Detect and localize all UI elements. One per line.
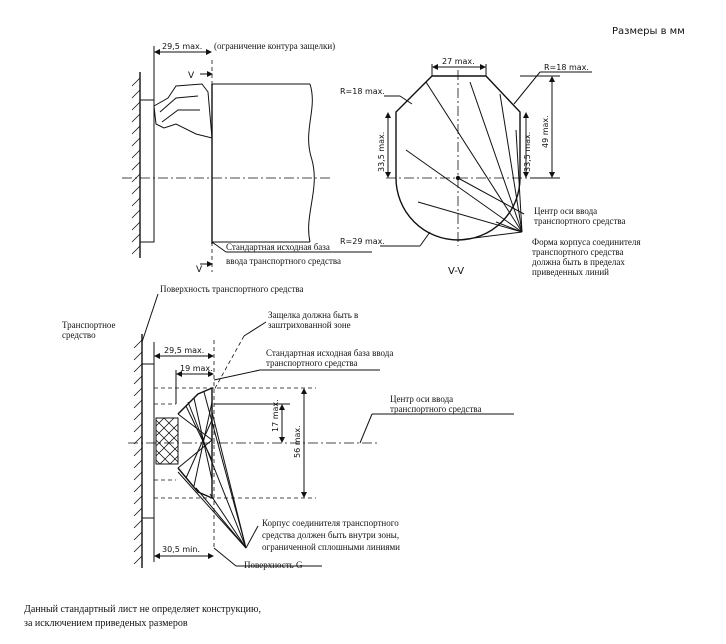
- bottom-wall-hatching: [133, 339, 143, 565]
- housing-leader-lines: [177, 391, 259, 549]
- reference-base-line2: ввода транспортного средства: [226, 256, 341, 266]
- dim-56: 56 max.: [293, 425, 302, 458]
- latch-label-line2: заштрихованной зоне: [268, 320, 351, 330]
- wall-hatching: [131, 77, 141, 255]
- dim-19: 19 max.: [180, 364, 213, 373]
- bottom-flange: [141, 363, 155, 519]
- dim-29-5-top-label: 29,5 max.: [162, 42, 202, 51]
- footer-line2: за исключением приведеных размеров: [24, 618, 188, 629]
- latch-hatched-zone: [155, 417, 179, 465]
- dim-27: 27 max.: [442, 57, 475, 66]
- dim-49: 49 max.: [541, 115, 550, 148]
- r18-right: R=18 max.: [544, 63, 589, 72]
- section-mark-top: V: [188, 71, 195, 81]
- housing-label-line2: средства должен быть внутри зоны,: [262, 530, 399, 540]
- dim-29-5-bottom: 29,5 max.: [164, 346, 204, 355]
- section-title: V-V: [448, 266, 464, 277]
- shape-note-line4: приведенных линий: [532, 267, 609, 277]
- units-note: Размеры в мм: [612, 26, 685, 37]
- center-axis-line1: Центр оси ввода: [390, 394, 453, 404]
- center-label-line1: Центр оси ввода: [534, 206, 597, 216]
- break-line: [308, 83, 315, 243]
- center-label-line2: транспортного средства: [534, 216, 626, 226]
- top-left-view: V V 29,5 max. (ограничение контура защел…: [122, 41, 372, 275]
- base-label-line2: транспортного средства: [266, 358, 358, 368]
- dim-33-5-right: 33,5 max.: [523, 132, 532, 172]
- dim-30-5: 30,5 min.: [162, 545, 200, 554]
- contour-fan-lines: [177, 397, 213, 487]
- vehicle-label-line2: средство: [62, 330, 96, 340]
- base-label-line1: Стандартная исходная база ввода: [266, 348, 393, 358]
- flange: [139, 99, 155, 243]
- vehicle-surface-label: Поверхность транспортного средства: [160, 284, 304, 294]
- center-axis-line2: транспортного средства: [390, 404, 482, 414]
- section-mark-bottom: V: [196, 265, 203, 275]
- latch-zone-crosshatch: [155, 417, 179, 465]
- latch-outline: [153, 83, 213, 139]
- bottom-view: Поверхность транспортного средства Транс…: [62, 284, 514, 570]
- shape-note-line2: транспортного средства: [532, 247, 624, 257]
- dim-29-5-top-note: (ограничение контура защелки): [214, 41, 335, 51]
- r18-left: R=18 max.: [340, 87, 385, 96]
- r29: R=29 max.: [340, 237, 385, 246]
- reference-base-line1: Стандартная исходная база: [226, 242, 330, 252]
- vehicle-label-line1: Транспортное: [62, 320, 116, 330]
- shape-leader-lines: [405, 81, 525, 241]
- dim-33-5-left: 33,5 max.: [377, 132, 386, 172]
- shape-note-line3: должна быть в пределах: [532, 257, 625, 267]
- housing-label-line1: Корпус соединителя транспортного: [262, 518, 399, 528]
- housing-label-line3: ограниченной сплошными линиями: [262, 542, 400, 552]
- shape-note-line1: Форма корпуса соединителя: [532, 237, 641, 247]
- footer-line1: Данный стандартный лист не определяет ко…: [24, 604, 261, 615]
- surface-g-label: Поверхность G: [244, 560, 303, 570]
- section-vv-view: 27 max. R=18 max. R=18 max. 33,5 max. 33…: [340, 57, 641, 277]
- connector-contour: [177, 386, 213, 500]
- dim-17: 17 max.: [271, 399, 280, 432]
- latch-label-line1: Защелка должна быть в: [268, 310, 358, 320]
